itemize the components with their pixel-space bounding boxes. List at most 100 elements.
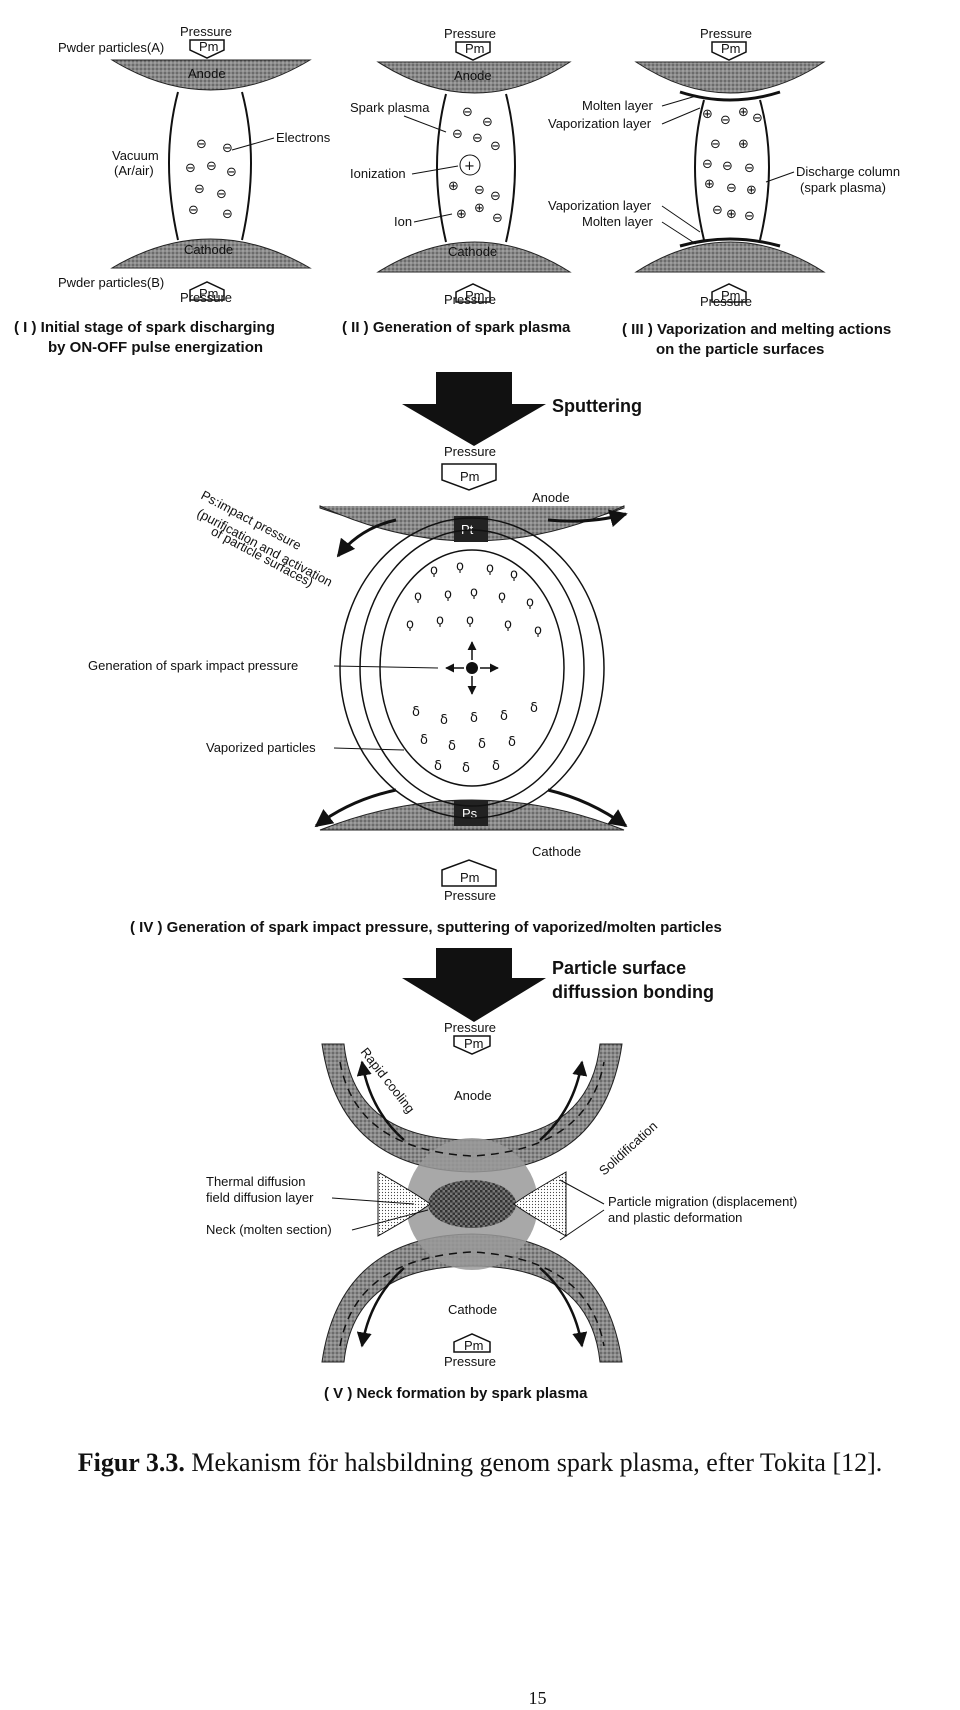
ionization-label: Ionization [350, 166, 406, 181]
svg-text:δ: δ [462, 761, 470, 776]
svg-text:δ: δ [530, 701, 538, 716]
molten-layer-top-label: Molten layer [582, 98, 653, 113]
panel-4: Pressure Pm Anode Pt Ps Cathode [88, 444, 722, 936]
svg-text:⊖: ⊖ [492, 211, 503, 226]
panel-5: Pressure Pm Rapid cooling Solidification… [206, 1020, 797, 1402]
cathode-particle [376, 241, 572, 273]
svg-text:δ: δ [492, 759, 500, 774]
svg-text:ϙ: ϙ [526, 595, 534, 610]
pressure-label: Pressure [700, 26, 752, 41]
pressure-label-bottom: Pressure [700, 294, 752, 309]
discharge-column-label: Discharge column [796, 164, 900, 179]
svg-text:Pm: Pm [721, 41, 741, 56]
diffusion-bonding-label: diffussion bonding [552, 982, 714, 1002]
panel-5-caption: ( V ) Neck formation by spark plasma [324, 1385, 588, 1402]
anode-label: Anode [188, 66, 226, 81]
svg-text:δ: δ [470, 711, 478, 726]
molten-layer-bottom [679, 237, 781, 248]
svg-text:⊖: ⊖ [472, 131, 483, 146]
cathode-label: Cathode [184, 242, 233, 257]
cooling-arrows [356, 1060, 588, 1348]
sputtering-label: Sputtering [552, 396, 642, 416]
pm-press-arrow-bottom: Pm [711, 283, 747, 303]
svg-text:Pm: Pm [199, 286, 219, 301]
anode-label: Anode [454, 68, 492, 83]
svg-text:δ: δ [478, 737, 486, 752]
figure-caption: Figur 3.3. Mekanism för halsbildning gen… [0, 1448, 960, 1478]
svg-text:Pm: Pm [464, 1036, 484, 1051]
cathode-label: Cathode [448, 1302, 497, 1317]
gap-outline [436, 93, 516, 243]
pressure-label-bottom: Pressure [444, 888, 496, 903]
anode-label: Anode [454, 1088, 492, 1103]
powder-particles-b-label: Pwder particles(B) [58, 275, 164, 290]
svg-text:⊖: ⊖ [726, 181, 737, 196]
svg-text:⊖: ⊖ [744, 209, 755, 224]
pressure-label-bottom: Pressure [444, 292, 496, 307]
pressure-label-bottom: Pressure [180, 290, 232, 305]
svg-text:ϙ: ϙ [456, 559, 464, 574]
svg-text:ϙ: ϙ [486, 561, 494, 576]
particle-surface-label: Particle surface [552, 958, 686, 978]
panel-1-caption-line2: by ON-OFF pulse energization [48, 339, 263, 356]
anode-label: Anode [532, 490, 570, 505]
pm-press-arrow-bottom: Pm [189, 281, 225, 301]
svg-text:⊖: ⊖ [194, 182, 205, 197]
svg-text:δ: δ [434, 759, 442, 774]
svg-text:⊖: ⊖ [206, 159, 217, 174]
panel-3-caption-line1: ( III ) Vaporization and melting actions [622, 321, 891, 338]
neck-molten-section [428, 1180, 516, 1228]
molten-layer-top [679, 90, 781, 102]
svg-text:δ: δ [420, 733, 428, 748]
powder-particles-a-label: Pwder particles(A) [58, 40, 164, 55]
pt-block [454, 516, 488, 542]
page-number: 15 [528, 1688, 547, 1708]
svg-text:⊕: ⊕ [702, 107, 713, 122]
particles-group: ⊖⊖ ⊖⊖⊖ ⊕⊖⊖ ⊕⊕⊖ [448, 105, 503, 226]
svg-text:⊖: ⊖ [482, 115, 493, 130]
panel-3-caption-line2: on the particle surfaces [656, 341, 824, 358]
pressure-label: Pressure [444, 444, 496, 459]
vaporization-layer-bottom-label: Vaporization layer [548, 198, 652, 213]
svg-text:Pm: Pm [199, 39, 219, 54]
pressure-label: Pressure [180, 24, 232, 39]
svg-text:⊖: ⊖ [474, 183, 485, 198]
thermal-diffusion-label-1: Thermal diffusion [206, 1174, 305, 1189]
svg-text:Pm: Pm [460, 870, 480, 885]
svg-text:⊖: ⊖ [185, 161, 196, 176]
svg-text:⊖: ⊖ [490, 139, 501, 154]
molten-layer-bottom-label: Molten layer [582, 214, 653, 229]
svg-text:δ: δ [500, 709, 508, 724]
svg-text:Pm: Pm [460, 469, 480, 484]
svg-text:Pm: Pm [465, 41, 485, 56]
svg-text:ϙ: ϙ [498, 589, 506, 604]
svg-text:⊖: ⊖ [752, 111, 763, 126]
svg-text:⊖: ⊖ [222, 141, 233, 156]
pm-press-arrow-top: Pm [189, 39, 225, 59]
vacuum-gas-label: (Ar/air) [114, 163, 154, 178]
migration-label-1: Particle migration (displacement) [608, 1194, 797, 1209]
vaporized-particles-label: Vaporized particles [206, 740, 316, 755]
pm-press-arrow-bottom: Pm [441, 859, 497, 887]
pressure-label-bottom: Pressure [444, 1354, 496, 1369]
vacuum-label: Vacuum [112, 148, 159, 163]
electrons-label: Electrons [276, 130, 331, 145]
svg-text:⊖: ⊖ [222, 207, 233, 222]
impact-center [445, 641, 499, 695]
svg-text:⊕: ⊕ [448, 179, 459, 194]
migration-label-2: and plastic deformation [608, 1210, 742, 1225]
svg-text:⊖: ⊖ [722, 159, 733, 174]
cathode-particle [110, 238, 312, 269]
spark-plasma-label: Spark plasma [350, 100, 430, 115]
spark-plasma-mechanism-diagram: Pressure Pwder particles(A) Pm Anode Cat… [14, 24, 900, 1402]
svg-text:⊖: ⊖ [452, 127, 463, 142]
svg-text:⊕: ⊕ [726, 207, 737, 222]
pressure-label: Pressure [444, 26, 496, 41]
panel-4-caption: ( IV ) Generation of spark impact pressu… [130, 919, 722, 936]
cathode-particle [321, 1233, 623, 1363]
svg-text:⊕: ⊕ [474, 201, 485, 216]
svg-text:⊖: ⊖ [744, 161, 755, 176]
figure-caption-text: Mekanism för halsbildning genom spark pl… [184, 1448, 883, 1477]
anode-particle [110, 59, 312, 91]
